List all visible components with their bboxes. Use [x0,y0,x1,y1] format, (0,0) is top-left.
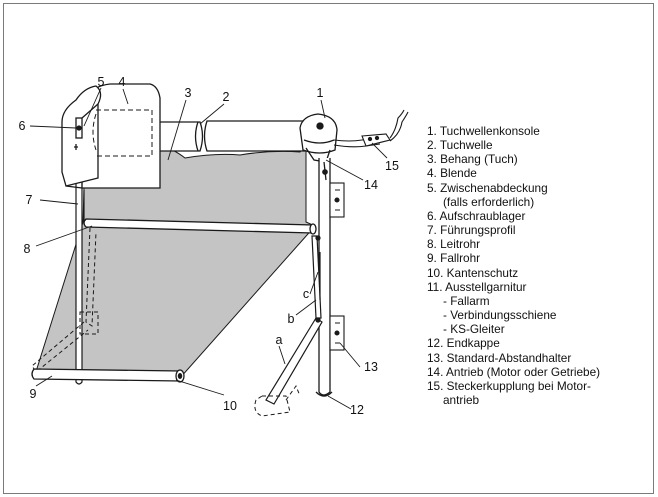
legend-item: 13. Standard-Abstandhalter [427,350,572,365]
legend-item: 1. Tuchwellenkonsole [427,124,540,138]
legend-item: 2. Tuchwelle [427,138,493,153]
legend-item: 9. Fallrohr [427,251,481,266]
cassette-cover [61,83,161,189]
legend-item: 5. Zwischenabdeckung [427,180,548,195]
legend-item: 12. Endkappe [427,336,500,351]
roller-tube [154,120,309,152]
ks-glider-dashed [254,384,301,417]
arm-letter-b: b [288,312,295,326]
legend-subitem: - Verbindungsschiene [443,308,557,323]
fabric-hanging [33,139,316,379]
callout-3: 3 [185,86,192,100]
legend-item: 14. Antrieb (Motor oder Getriebe) [427,364,601,379]
legend-item: 15. Steckerkupplung bei Motor- [427,378,591,393]
callout-6: 6 [19,119,26,133]
callout-8: 8 [24,242,31,256]
wall-spacers [329,182,345,351]
callout-14: 14 [364,178,378,192]
right-console [299,113,338,163]
legend-item: 8. Leitrohr [427,237,481,252]
legend-item: antrieb [443,392,480,407]
legend-item: 3. Behang (Tuch) [427,152,518,167]
guide-tube [83,218,317,235]
legend-subitem: - Fallarm [443,293,490,308]
arm-letter-a: a [276,333,283,347]
callout-10: 10 [223,399,237,413]
callout-12: 12 [350,403,364,417]
callout-15: 15 [385,159,399,173]
callout-9: 9 [30,387,37,401]
drop-tube [31,368,185,383]
parts-legend: 1. Tuchwellenkonsole 2. Tuchwelle 3. Beh… [427,124,600,407]
callout-1: 1 [317,86,324,100]
callout-5: 5 [98,75,105,89]
right-guide-profile [315,158,333,397]
legend-item: 10. Kantenschutz [427,265,519,280]
callout-4: 4 [119,75,126,89]
legend-item: (falls erforderlich) [443,194,535,209]
callout-7: 7 [26,193,33,207]
intermediate-cover-dashed [92,109,153,157]
callout-2: 2 [223,90,230,104]
callout-13: 13 [364,360,378,374]
legend-item: 11. Ausstellgarnitur [427,279,527,294]
legend-item: 6. Aufschraublager [427,208,526,223]
figure-frame [3,3,654,494]
plug-coupling [333,109,409,148]
leader-lines [29,87,388,410]
arm-letter-c: c [303,287,309,301]
legend-item: 4. Blende [427,166,477,181]
legend-item: 7. Führungsprofil [427,223,516,238]
legend-subitem: - KS-Gleiter [443,322,505,337]
